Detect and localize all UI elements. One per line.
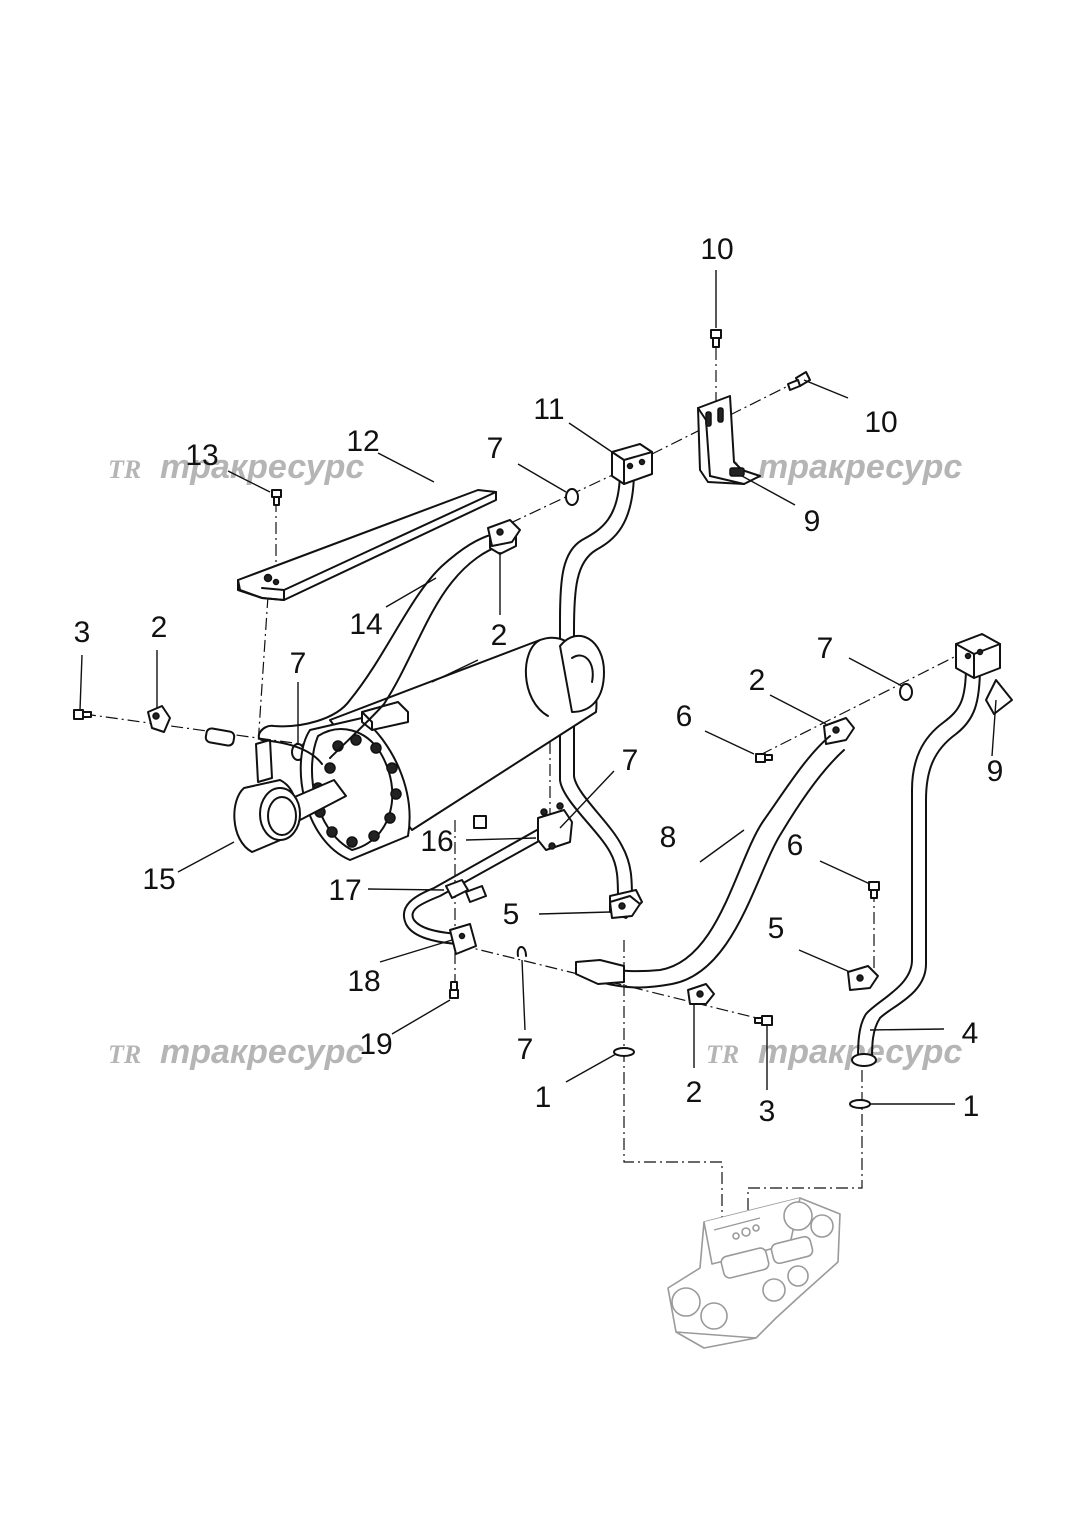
part-7-oring-a [565,488,579,506]
part-9-bracket-lower [985,679,1013,715]
part-8-hose [575,735,845,989]
callout-3-left: 3 [74,616,91,649]
hydraulic-cylinder-barrel [299,634,605,861]
part-16-block [537,802,573,851]
part-19-bolt [449,981,459,999]
part-1-oring-b [849,1099,871,1109]
part-4-right-tube [851,633,1001,1067]
part-1-oring-a [613,1047,635,1057]
part-6-bolt-mid [755,753,773,763]
watermark-logo: TR [706,1040,739,1069]
part-13-bolt [271,489,282,506]
callout-9-upper: 9 [804,505,821,538]
callout-1-right: 1 [963,1090,980,1123]
callout-11: 11 [533,393,564,426]
watermark-bottom-left: TR тракресурс [108,1033,364,1071]
callout-10-side: 10 [864,406,897,439]
callout-9-lower: 9 [987,755,1004,788]
callout-7-upper: 7 [487,432,504,465]
callout-18: 18 [347,965,380,998]
callout-15: 15 [142,863,175,896]
callout-6-mid: 6 [676,700,693,733]
callout-labels: 10 10 11 12 13 7 9 14 2 3 2 7 7 2 6 7 9 … [74,233,1004,1128]
part-6-bolt-right [868,881,880,899]
part-7-oring-d [899,683,913,701]
callout-10-top: 10 [700,233,733,266]
part-18-tube [403,825,549,955]
callout-2-lower: 2 [686,1076,703,1109]
part-10-bolt-top [710,329,722,348]
callout-4: 4 [962,1017,979,1050]
callout-7-left: 7 [290,647,307,680]
callout-5-right: 5 [768,912,785,945]
callout-19: 19 [359,1028,392,1061]
part-3-bolt-right [754,1015,773,1026]
watermark-logo: TR [108,455,141,484]
callout-16: 16 [420,825,453,858]
callout-6-right: 6 [787,829,804,862]
part-2-clamp-left [147,705,171,733]
callout-2-upper: 2 [491,619,508,652]
part-9-bracket-upper [697,395,761,485]
watermark-text: тракресурс [160,448,364,486]
part-2-clamp-upper [487,519,521,547]
part-5-clamp-b [847,965,879,991]
callout-2-left: 2 [151,611,168,644]
callout-7-right: 7 [817,632,834,665]
watermark-text: тракресурс [160,1033,364,1071]
part-12-cover-channel [237,489,497,601]
control-valve-block [667,1197,841,1349]
callout-12: 12 [346,425,379,458]
callout-17: 17 [328,874,361,907]
part-2-clamp-mid [823,717,855,745]
callout-5-left: 5 [503,898,520,931]
part-3-bolt-left [73,709,92,720]
watermark-logo: TR [108,1040,141,1069]
watermark-text: тракресурс [758,448,962,486]
watermark-top-left: TR тракресурс [108,448,364,486]
part-2-clamp-low [687,983,715,1005]
callout-1-left: 1 [535,1081,552,1114]
part-17-clip [445,879,487,903]
watermark-bottom-right: TR тракресурс [706,1033,962,1071]
part-5-clamp-a [609,895,641,919]
part-7-oring-e [516,946,527,957]
callout-3-right: 3 [759,1095,776,1128]
callout-7-center: 7 [622,744,639,777]
callout-7-lower: 7 [517,1033,534,1066]
part-10-bolt-side [787,371,811,391]
callout-8: 8 [660,821,677,854]
part-15-rod-eye [233,739,347,853]
callout-14: 14 [349,608,382,641]
callout-13: 13 [185,439,218,472]
callout-leader-lines [79,270,997,1105]
callout-2-mid: 2 [749,664,766,697]
cylinder-flange-bolts [312,734,402,848]
